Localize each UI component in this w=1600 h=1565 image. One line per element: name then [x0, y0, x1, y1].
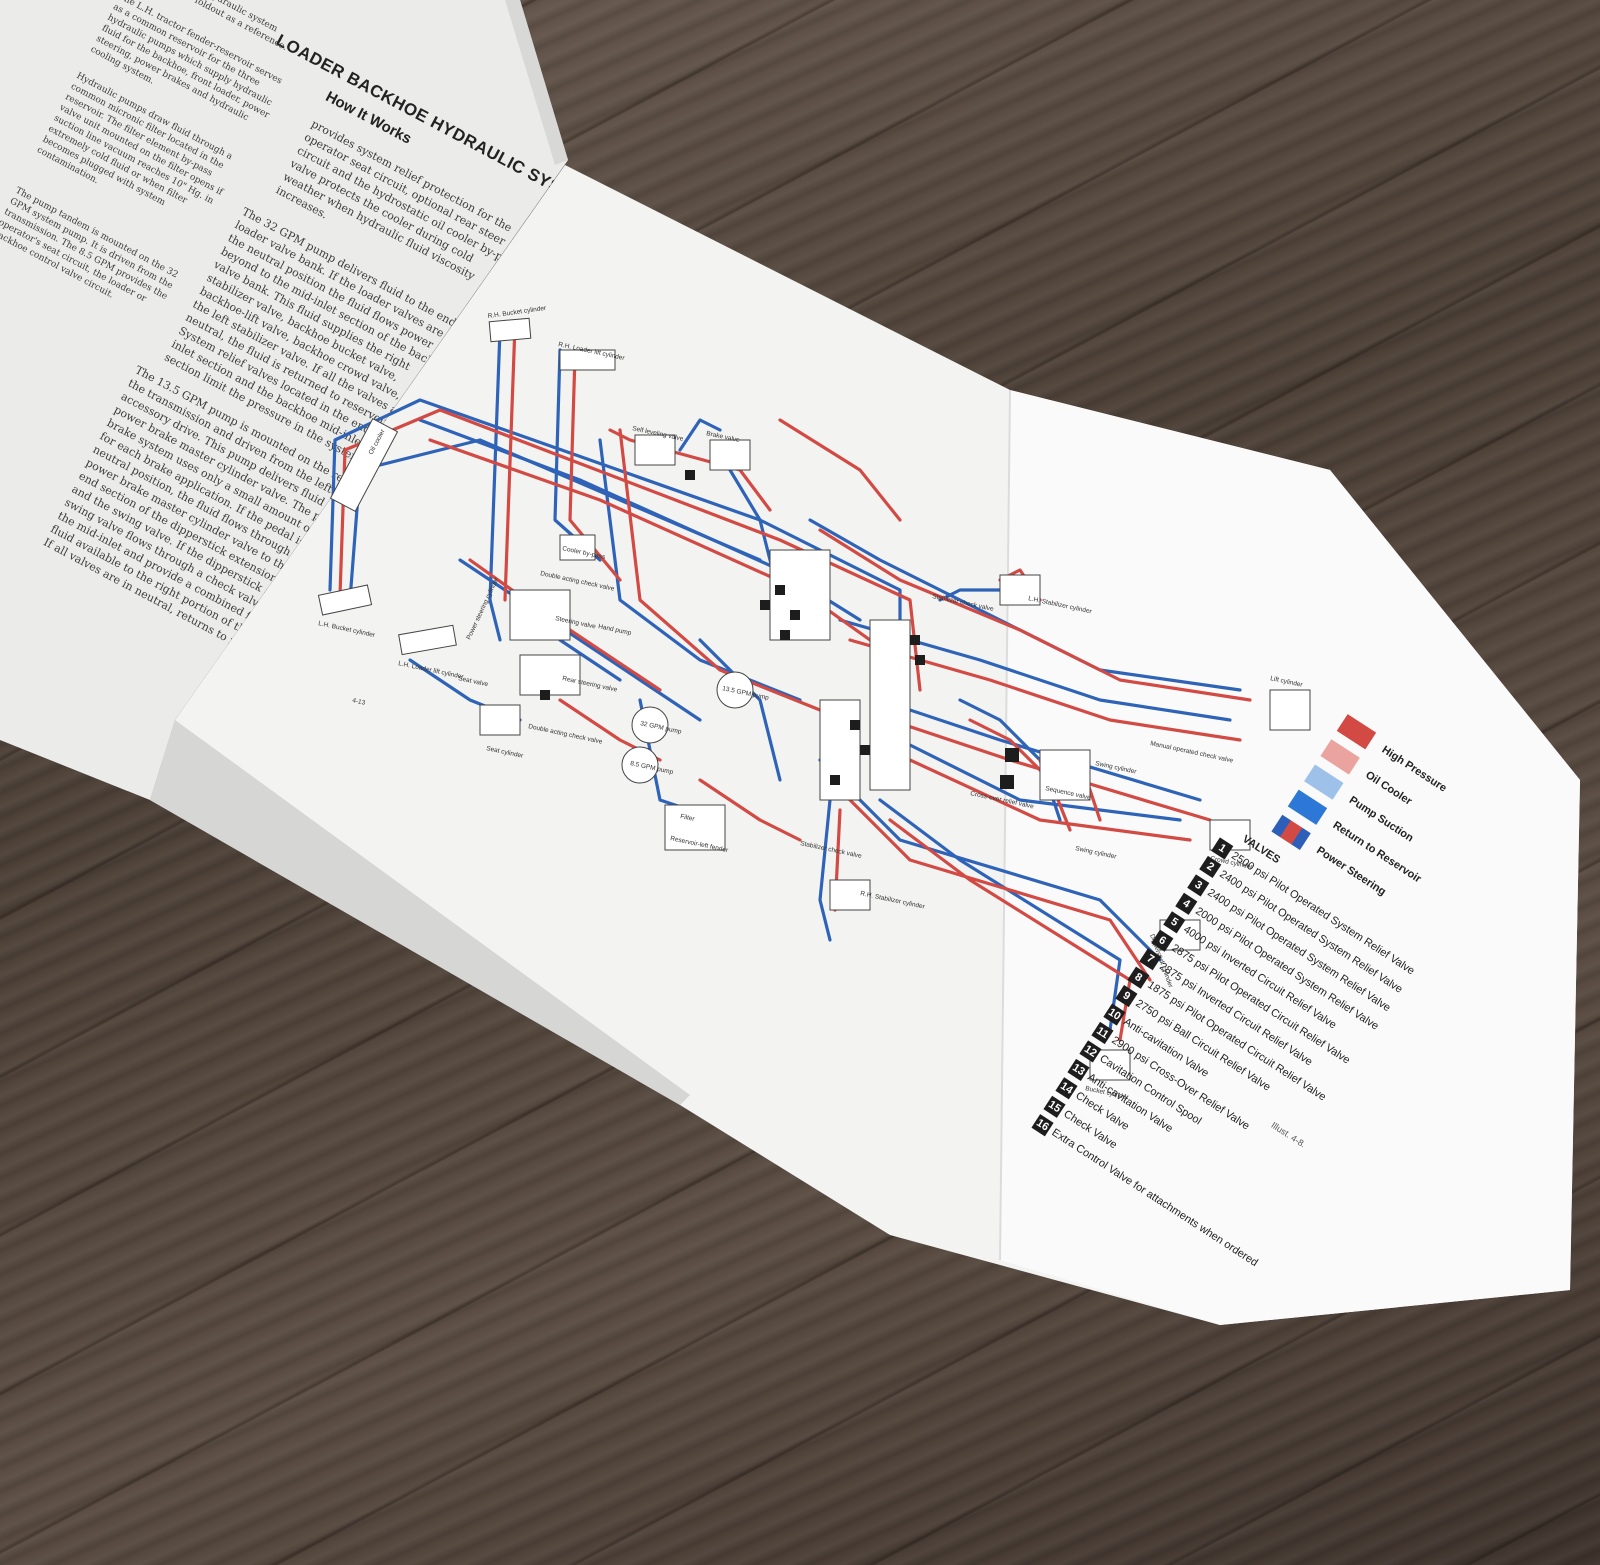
label-lh-loader-lift: L.H. Loader lift cylinder — [398, 660, 465, 681]
label-filter: Filter — [680, 813, 696, 823]
rh-loader-lift-box — [559, 349, 616, 371]
label-double-acting-2: Double acting check valve — [528, 723, 604, 746]
pump-13-5-circle — [716, 671, 754, 709]
brake-valve-box — [709, 439, 751, 471]
rear-steering-valve-box — [519, 654, 581, 696]
pump-32-circle — [631, 706, 669, 744]
label-power-steering: Power steering cylinder — [465, 576, 500, 641]
steering-valve-box — [509, 589, 571, 641]
label-seat-cylinder: Seat cylinder — [486, 745, 525, 760]
lh-loader-lift-box — [398, 624, 457, 656]
lh-stabilizer-box — [999, 574, 1041, 606]
label-manual-check: Manual operated check valve — [1150, 740, 1235, 765]
label-lh-bucket: L.H. Bucket cylinder — [318, 620, 377, 639]
self-leveling-valve-box — [634, 434, 676, 466]
rh-stabilizer-box — [829, 879, 871, 911]
figure-id: Illust. 4-8. — [1269, 1119, 1308, 1150]
label-seat-valve: Seat valve — [458, 675, 490, 688]
reservoir-box — [664, 804, 726, 851]
rh-bucket-cylinder-box — [488, 317, 532, 343]
label-stabilizer-check-2: Stabilizer check valve — [800, 840, 863, 860]
label-hand-pump: Hand pump — [598, 623, 633, 637]
lh-bucket-box — [317, 584, 373, 616]
label-double-acting-1: Double acting check valve — [540, 570, 616, 593]
return-lines — [328, 328, 1242, 1032]
label-lift-cylinder: Lift cylinder — [1270, 675, 1304, 689]
pump-8-5-circle — [621, 746, 659, 784]
diagram-valve-markers — [540, 470, 1019, 789]
backhoe-valve-bank — [869, 619, 911, 791]
label-stabilizer-check-1: Stabilizer check valve — [932, 593, 995, 613]
left-page-sheet — [0, 0, 568, 800]
lift-cylinder-box — [1269, 689, 1311, 731]
legend-swatch-pump-suction — [1304, 764, 1344, 800]
foldout-panel — [1000, 390, 1580, 1325]
cooler-bypass-box — [559, 534, 596, 561]
label-rh-bucket: R.H. Bucket cylinder — [487, 305, 547, 320]
label-swing-cylinder-2: Swing cylinder — [1075, 845, 1118, 861]
legend-swatch-oil-cooler — [1320, 739, 1360, 775]
page-number: 4-13 — [352, 697, 367, 707]
legend-swatch-return — [1287, 789, 1328, 825]
sequence-valve-box — [1039, 749, 1091, 801]
seat-cylinder-box — [479, 704, 521, 736]
legend-swatch-power-steering — [1271, 814, 1311, 851]
oil-cooler-box — [329, 418, 399, 512]
